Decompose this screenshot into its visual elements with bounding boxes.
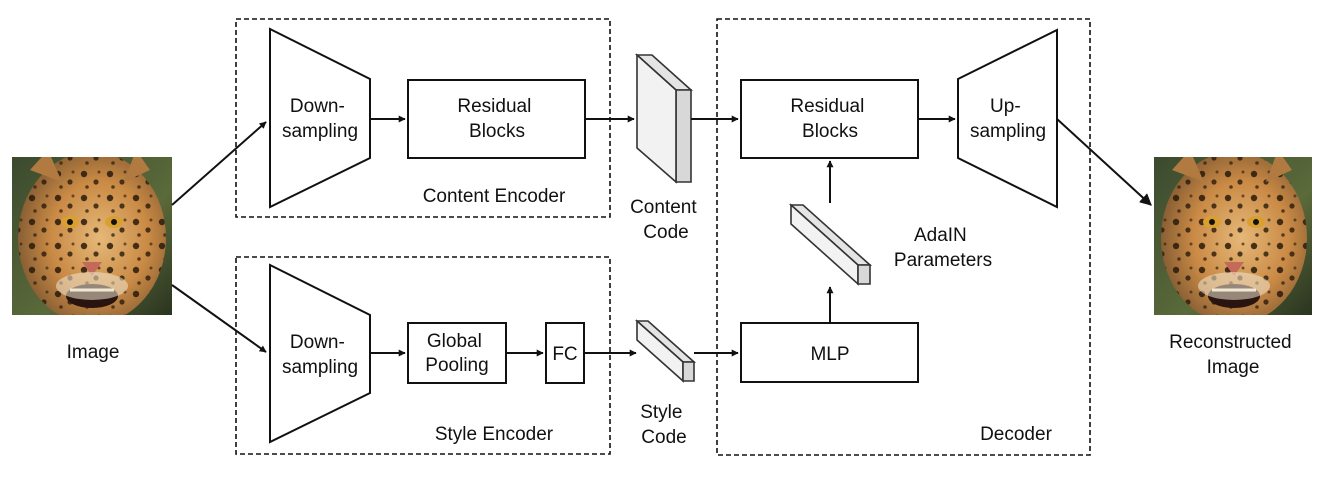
content-encoder-label: Content Encoder	[423, 186, 566, 207]
global-pooling-block	[407, 322, 507, 384]
upsampling-block	[957, 28, 1058, 209]
style-downsampling-block	[269, 263, 371, 444]
decoder-residual-label: Residual Blocks	[790, 96, 869, 142]
input-image	[12, 157, 172, 315]
adain-parameters-label: AdaIN Parameters	[894, 225, 992, 271]
style-encoder-label: Style Encoder	[435, 424, 554, 445]
arrow-image-to-content-downsampling	[171, 121, 267, 206]
decoder-residual-blocks	[740, 79, 919, 159]
content-code-cube	[634, 53, 694, 184]
upsampling-label: Up- sampling	[970, 96, 1046, 142]
arrow-upsampling-to-output	[1056, 118, 1152, 206]
decoder-group	[716, 18, 1091, 456]
content-residual-label: Residual Blocks	[457, 96, 536, 142]
fc-label: FC	[552, 344, 577, 365]
style-encoder-group	[235, 256, 611, 455]
mlp-block	[740, 322, 919, 383]
content-downsampling-block	[269, 27, 371, 209]
content-residual-blocks	[407, 79, 586, 159]
global-pooling-label: Global Pooling	[425, 331, 488, 376]
arrow-image-to-style-downsampling	[171, 284, 267, 353]
style-downsampling-label: Down- sampling	[282, 332, 358, 378]
mlp-label: MLP	[810, 344, 849, 365]
content-downsampling-label: Down- sampling	[282, 96, 358, 142]
input-image-label: Image	[67, 342, 120, 363]
reconstructed-image-label: Reconstructed Image	[1169, 332, 1297, 378]
style-code-label: Style Code	[640, 402, 688, 448]
adain-parameters-cube	[788, 203, 873, 286]
content-code-label: Content Code	[630, 197, 702, 243]
reconstructed-image	[1154, 157, 1312, 315]
style-code-cube	[634, 319, 697, 383]
decoder-label: Decoder	[980, 424, 1052, 445]
